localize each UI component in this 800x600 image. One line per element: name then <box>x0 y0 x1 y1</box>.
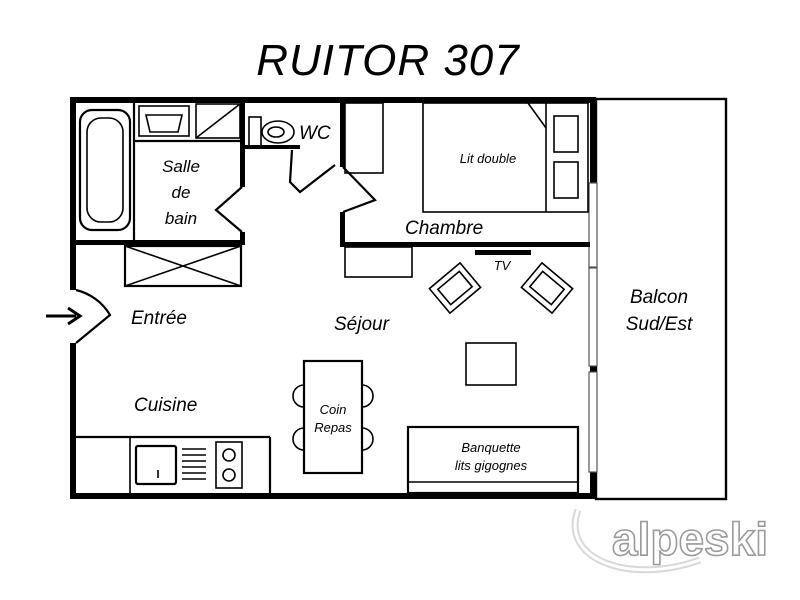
label-tv: TV <box>494 258 512 273</box>
doors <box>75 149 377 344</box>
entrance-door <box>75 288 112 344</box>
toilet-bowl-inner <box>267 126 285 138</box>
bathroom-fixtures <box>78 103 243 288</box>
window-living-1 <box>588 267 598 367</box>
wardrobe <box>344 102 384 174</box>
wall-wc-bottom <box>245 145 300 149</box>
double-bed <box>422 102 589 213</box>
label-sud-est: Sud/Est <box>626 314 693 335</box>
wall-bath-bottom <box>70 240 245 245</box>
tv-unit <box>475 250 531 255</box>
label-cuisine: Cuisine <box>134 395 197 416</box>
label-sejour: Séjour <box>334 314 390 335</box>
chair-left-2 <box>292 427 305 451</box>
wall-bath-right-low <box>240 232 245 244</box>
wc-door <box>288 149 336 194</box>
burner-2 <box>222 468 236 482</box>
bedroom-furniture <box>344 102 589 213</box>
label-entree: Entrée <box>131 308 187 329</box>
drainboard <box>182 448 206 480</box>
closet-x-2 <box>124 245 242 287</box>
wall-left-upper <box>70 97 76 290</box>
storage-unit-diag <box>195 103 241 139</box>
label-de: de <box>172 183 191 202</box>
label-bain: bain <box>165 209 197 228</box>
wc-fixture <box>248 116 295 148</box>
wall-bedroom-left <box>340 212 345 246</box>
pillow-1 <box>553 115 579 153</box>
label-lit-double: Lit double <box>460 151 516 166</box>
label-balcon: Balcon <box>630 287 688 308</box>
label-lits-gigognes: lits gigognes <box>455 458 528 473</box>
outer-walls <box>70 97 596 499</box>
windows <box>588 182 598 473</box>
kitchen-fixtures <box>134 441 243 489</box>
bed-fold <box>527 102 547 129</box>
chair-left-1 <box>292 384 305 408</box>
window-living-2 <box>588 371 598 473</box>
window-bedroom <box>588 182 598 268</box>
wall-bath-right <box>240 97 245 187</box>
label-coin: Coin <box>320 402 347 417</box>
cooktop <box>215 441 243 489</box>
toilet-bowl <box>261 120 295 144</box>
living-furniture <box>292 246 580 495</box>
bathtub-inner <box>86 117 124 223</box>
plan-title: RUITOR 307 <box>256 36 520 85</box>
label-chambre: Chambre <box>405 218 483 239</box>
label-repas: Repas <box>314 420 352 435</box>
toilet-tank <box>248 116 262 148</box>
alpeski-logo: alpeski <box>571 508 769 574</box>
chair-right-1 <box>361 384 374 408</box>
armchair-right <box>520 261 574 315</box>
bathroom-door <box>214 186 243 233</box>
wall-bottom <box>70 493 596 499</box>
wall-top <box>70 97 596 103</box>
logo-text: alpeski <box>612 513 768 565</box>
armchair-left <box>428 261 482 315</box>
chair-right-2 <box>361 427 374 451</box>
bedroom-door <box>342 166 377 214</box>
coffee-table <box>465 342 517 386</box>
hall-closet <box>123 244 243 288</box>
wall-left-lower <box>70 343 76 499</box>
entrance-arrow-icon <box>46 306 83 326</box>
wall-wc-right <box>340 97 345 167</box>
label-banquette: Banquette <box>461 440 520 455</box>
kitchen-sink <box>134 444 178 486</box>
bathtub <box>78 108 132 232</box>
burner-1 <box>222 448 236 462</box>
interior-walls <box>70 97 590 494</box>
dining-table <box>302 359 364 475</box>
pillow-2 <box>553 161 579 199</box>
bath-sink <box>144 114 184 133</box>
label-salle: Salle <box>162 157 200 176</box>
label-wc: WC <box>299 123 331 144</box>
sofa-bed <box>406 425 580 495</box>
storage-unit <box>195 103 241 139</box>
bath-sink-cabinet <box>138 105 190 137</box>
wall-bedroom-bottom <box>340 242 590 247</box>
living-cabinet <box>344 246 413 278</box>
